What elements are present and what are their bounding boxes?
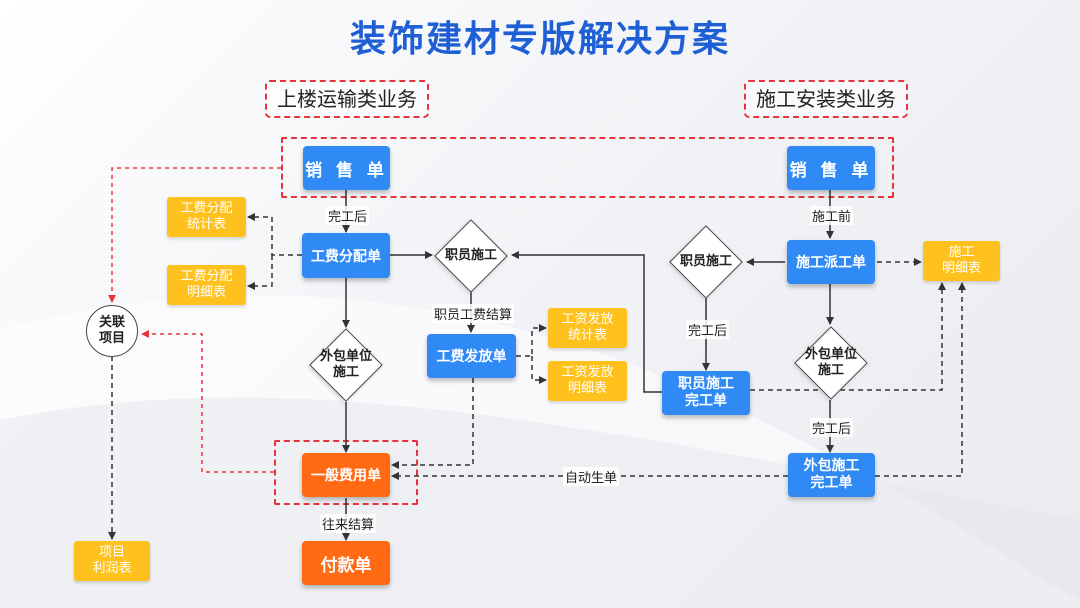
- edge-label-account-settle: 往来结算: [320, 514, 377, 533]
- outsource-complete-order[interactable]: 外包施工 完工单: [788, 453, 875, 497]
- project-profit-table[interactable]: 项目 利润表: [74, 541, 150, 581]
- fee-allocation-detail-table[interactable]: 工费分配 明细表: [167, 265, 246, 305]
- section-label-left: 上楼运输类业务: [265, 80, 429, 118]
- construct-detail-table[interactable]: 施工 明细表: [923, 241, 1000, 281]
- staff-construct-complete-order[interactable]: 职员施工 完工单: [662, 371, 750, 415]
- outsource-construct-decision-right: 外包单位 施工: [791, 326, 871, 400]
- general-expense-order[interactable]: 一般费用单: [302, 453, 390, 497]
- wage-issue-stat-table[interactable]: 工资发放 统计表: [548, 308, 627, 348]
- edge-label-before-construct: 施工前: [810, 206, 854, 225]
- edge-label-auto-generate: 自动生单: [563, 467, 620, 486]
- diamond-label: 外包单位 施工: [319, 349, 372, 380]
- staff-construct-decision-right: 职员施工: [667, 225, 745, 299]
- diamond-label: 职员施工: [444, 248, 497, 263]
- edge-label-staff-fee-settle: 职员工费结算: [432, 304, 515, 323]
- sales-group-outline: [281, 137, 894, 198]
- sales-order-left[interactable]: 销 售 单: [303, 146, 390, 190]
- diamond-label: 职员施工: [679, 254, 732, 269]
- fee-allocation-stat-table[interactable]: 工费分配 统计表: [167, 197, 246, 237]
- sales-order-right[interactable]: 销 售 单: [787, 146, 875, 190]
- page-title: 装饰建材专版解决方案: [349, 19, 730, 60]
- outsource-construct-decision-left: 外包单位 施工: [306, 326, 386, 404]
- payment-order[interactable]: 付款单: [302, 541, 390, 585]
- edge-label-after-complete-2: 完工后: [686, 320, 730, 339]
- diamond-label: 外包单位 施工: [804, 347, 857, 378]
- wage-issue-detail-table[interactable]: 工资发放 明细表: [548, 361, 627, 401]
- staff-construct-decision-left: 职员施工: [431, 219, 511, 293]
- edge-label-after-complete-1: 完工后: [326, 206, 370, 225]
- labor-allocation-order[interactable]: 工费分配单: [302, 233, 390, 278]
- edge-label-after-complete-3: 完工后: [810, 418, 854, 437]
- labor-issue-order[interactable]: 工费发放单: [427, 334, 516, 378]
- construct-dispatch-order[interactable]: 施工派工单: [787, 240, 875, 284]
- related-project-node[interactable]: 关联 项目: [86, 305, 138, 357]
- section-label-right: 施工安装类业务: [744, 80, 908, 118]
